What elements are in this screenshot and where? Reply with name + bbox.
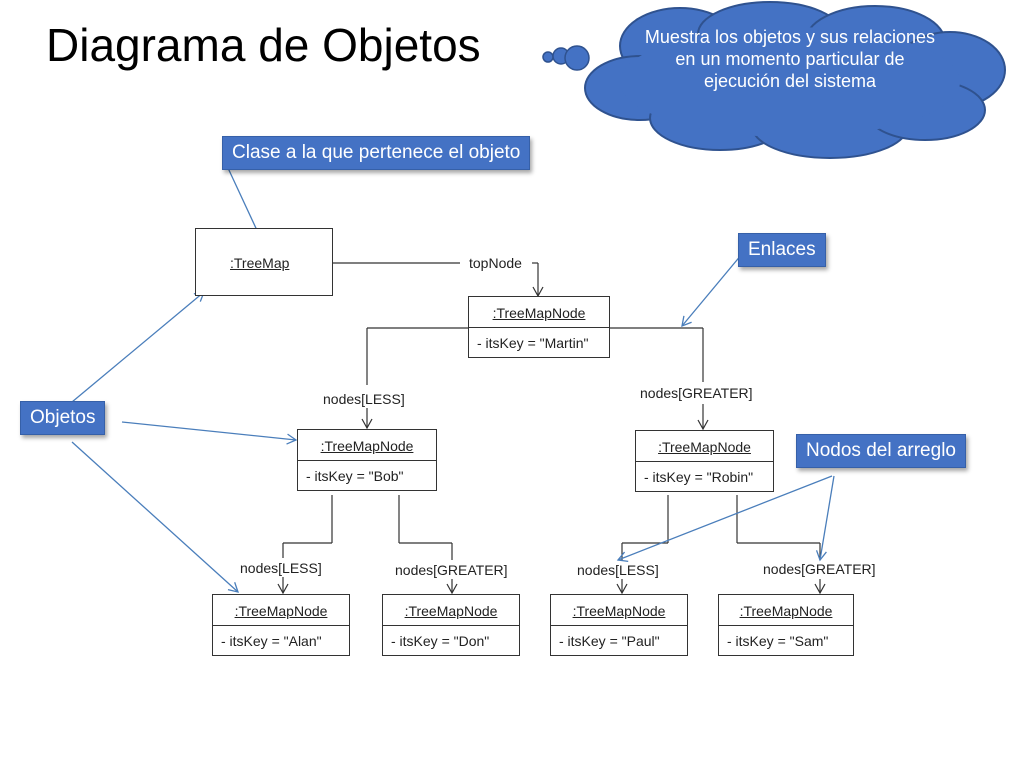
thought-cloud: [542, 1, 1006, 159]
link-label-robin-greater: nodes[GREATER]: [763, 561, 876, 577]
object-name: :TreeMapNode: [739, 603, 833, 619]
cloud-note: Muestra los objetos y sus relaciones en …: [644, 27, 936, 91]
object-attribute: - itsKey = "Paul": [551, 625, 687, 655]
object-name: :TreeMapNode: [234, 603, 328, 619]
link-label-top-node: topNode: [469, 255, 522, 271]
link-label-martin-less: nodes[LESS]: [323, 391, 405, 407]
link-label-bob-greater: nodes[GREATER]: [395, 562, 508, 578]
object-name: :TreeMapNode: [404, 603, 498, 619]
object-attribute: - itsKey = "Alan": [213, 625, 349, 655]
object-attribute: - itsKey = "Bob": [298, 460, 436, 490]
object-node-don: :TreeMapNode - itsKey = "Don": [382, 594, 520, 656]
object-attribute: - itsKey = "Robin": [636, 461, 773, 491]
link-label-bob-less: nodes[LESS]: [240, 560, 322, 576]
callout-array-nodes: Nodos del arreglo: [796, 434, 966, 468]
object-name: :TreeMapNode: [658, 439, 751, 455]
object-treemap: :TreeMap: [195, 228, 333, 296]
object-node-bob: :TreeMapNode - itsKey = "Bob": [297, 429, 437, 491]
callout-class: Clase a la que pertenece el objeto: [222, 136, 531, 170]
object-name: :TreeMap: [230, 255, 290, 271]
callout-objects: Objetos: [20, 401, 106, 435]
object-node-martin: :TreeMapNode - itsKey = "Martin": [468, 296, 610, 358]
object-name: :TreeMapNode: [572, 603, 666, 619]
object-attribute: - itsKey = "Martin": [469, 327, 609, 357]
object-node-robin: :TreeMapNode - itsKey = "Robin": [635, 430, 774, 492]
slide-title: Diagrama de Objetos: [46, 19, 481, 71]
link-label-martin-greater: nodes[GREATER]: [640, 385, 753, 401]
link-label-robin-less: nodes[LESS]: [577, 562, 659, 578]
object-attribute: - itsKey = "Don": [383, 625, 519, 655]
object-node-alan: :TreeMapNode - itsKey = "Alan": [212, 594, 350, 656]
object-node-paul: :TreeMapNode - itsKey = "Paul": [550, 594, 688, 656]
object-attribute: - itsKey = "Sam": [719, 625, 853, 655]
object-name: :TreeMapNode: [320, 438, 414, 454]
object-name: :TreeMapNode: [492, 305, 586, 321]
object-node-sam: :TreeMapNode - itsKey = "Sam": [718, 594, 854, 656]
callout-links: Enlaces: [738, 233, 826, 267]
